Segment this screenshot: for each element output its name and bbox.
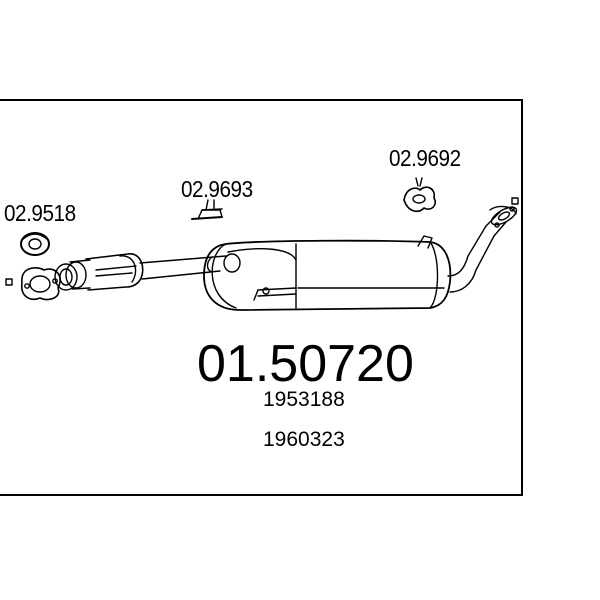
mount-middle-label: 02.9693: [181, 176, 253, 202]
gasket-label: 02.9518: [4, 200, 76, 226]
front-flange: [20, 267, 61, 301]
gasket-part: [20, 232, 50, 256]
front-pipe: [54, 259, 91, 291]
middle-pipe: [139, 253, 241, 280]
oe-number-2: 1960323: [263, 428, 345, 451]
diagram-frame: [0, 99, 523, 496]
mount-rear-label: 02.9692: [389, 145, 461, 171]
main-muffler: [203, 235, 452, 311]
left-edge-marker: [5, 278, 13, 286]
mount-rear-part: [403, 177, 437, 213]
tail-pipe: [447, 205, 518, 293]
front-resonator: [85, 253, 144, 291]
right-edge-marker: [511, 197, 519, 205]
main-part-number: 01.50720: [197, 335, 414, 393]
mount-middle-part: [191, 199, 223, 220]
oe-number-1: 1953188: [263, 388, 345, 411]
